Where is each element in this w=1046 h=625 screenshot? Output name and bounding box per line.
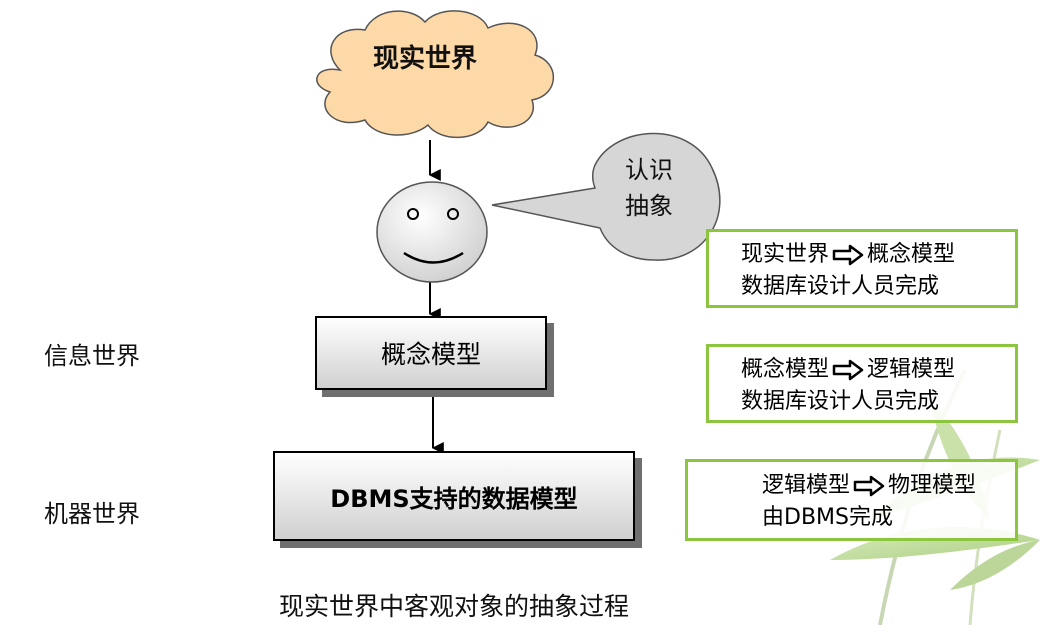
hollow-right-arrow-icon <box>832 359 864 381</box>
note-logical-to-physical: 逻辑模型 物理模型 由DBMS完成 <box>685 459 1018 541</box>
cloud-shape <box>316 10 555 139</box>
note-real-to-conceptual: 现实世界 概念模型 数据库设计人员完成 <box>706 229 1018 308</box>
speech-bubble <box>491 132 721 261</box>
note-2-to: 逻辑模型 <box>867 357 956 382</box>
note-1-by: 数据库设计人员完成 <box>741 274 940 299</box>
bubble-line-2: 抽象 <box>625 192 673 220</box>
dbms-model-box: DBMS支持的数据模型 <box>273 451 635 541</box>
diagram-caption: 现实世界中客观对象的抽象过程 <box>278 592 629 621</box>
info-world-label: 信息世界 <box>44 342 140 370</box>
note-conceptual-to-logical: 概念模型 逻辑模型 数据库设计人员完成 <box>706 344 1018 423</box>
machine-world-label: 机器世界 <box>44 500 140 528</box>
note-3-to: 物理模型 <box>888 473 977 498</box>
cloud-label: 现实世界 <box>372 44 477 74</box>
bubble-label: 认识 抽象 <box>604 152 694 224</box>
note-3-by: 由DBMS完成 <box>762 505 893 530</box>
hollow-right-arrow-icon <box>832 244 864 266</box>
note-1-from: 现实世界 <box>741 242 830 267</box>
note-2-from: 概念模型 <box>741 357 830 382</box>
note-3-from: 逻辑模型 <box>762 473 851 498</box>
note-1-to: 概念模型 <box>867 242 956 267</box>
hollow-right-arrow-icon <box>853 475 885 497</box>
bubble-line-1: 认识 <box>625 156 673 184</box>
note-2-by: 数据库设计人员完成 <box>741 389 940 414</box>
conceptual-model-box: 概念模型 <box>315 316 547 390</box>
smiley-face-icon <box>376 181 488 283</box>
dbms-model-label: DBMS支持的数据模型 <box>330 484 578 513</box>
